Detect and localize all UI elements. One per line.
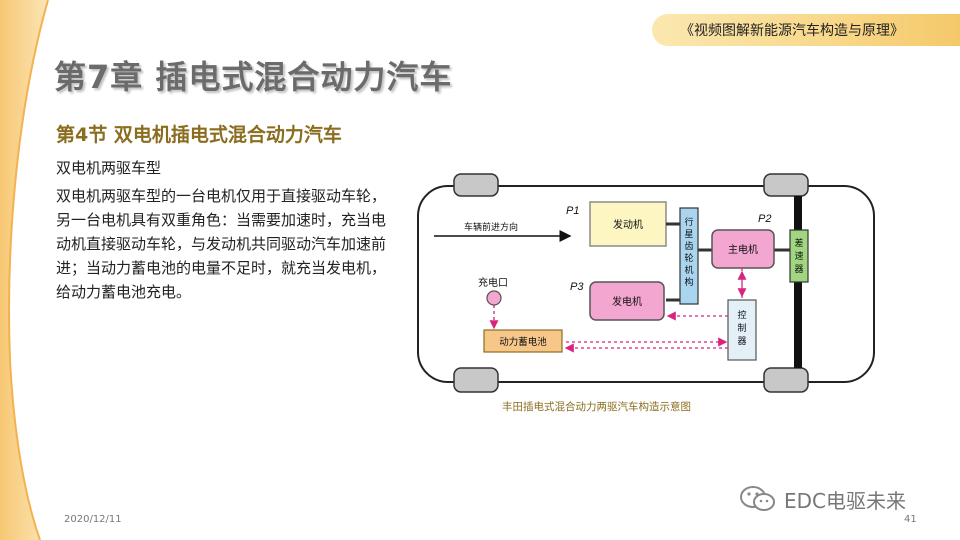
rear-right-wheel bbox=[763, 367, 809, 393]
left-arc-decoration bbox=[0, 0, 49, 540]
section-title: 第4节 双电机插电式混合动力汽车 bbox=[56, 124, 342, 146]
main-motor-label: 主电机 bbox=[728, 243, 758, 256]
wechat-icon bbox=[740, 486, 775, 511]
svg-text:行: 行 bbox=[684, 216, 693, 227]
planetary-gear-label: 行 星 齿 轮 机 构 bbox=[684, 216, 693, 287]
vehicle-body-outline bbox=[417, 185, 875, 383]
p2-label: P2 bbox=[758, 213, 771, 225]
energy-flow-arrows bbox=[489, 268, 747, 353]
generator-label: 发电机 bbox=[612, 295, 642, 308]
svg-text:齿: 齿 bbox=[684, 241, 693, 251]
rear-left-wheel bbox=[453, 367, 499, 393]
planetary-gear-box bbox=[679, 207, 699, 305]
book-title-banner bbox=[652, 14, 960, 46]
front-left-wheel bbox=[453, 173, 499, 197]
differential-label: 差 速 器 bbox=[794, 237, 803, 274]
differential-box bbox=[789, 229, 809, 283]
diagram-caption: 丰田插电式混合动力两驱汽车构造示意图 bbox=[502, 400, 691, 413]
front-right-wheel bbox=[763, 173, 809, 197]
main-motor-box bbox=[711, 229, 775, 269]
svg-text:器: 器 bbox=[794, 264, 803, 274]
engine-label: 发动机 bbox=[613, 218, 643, 231]
controller-label: 控 制 器 bbox=[737, 309, 746, 346]
charge-port-circle bbox=[486, 290, 502, 306]
page-number: 41 bbox=[904, 514, 917, 525]
charge-port-label: 充电口 bbox=[478, 276, 508, 289]
p3-label: P3 bbox=[570, 281, 584, 293]
svg-text:速: 速 bbox=[794, 251, 803, 261]
content-paragraph: 双电机两驱车型的一台电机仅用于直接驱动车轮，另一台电机具有双重角色：当需要加速时… bbox=[56, 187, 387, 301]
battery-label: 动力蓄电池 bbox=[499, 336, 547, 348]
content-subheading: 双电机两驱车型 bbox=[56, 159, 162, 177]
battery-box bbox=[483, 329, 563, 353]
engine-box bbox=[589, 201, 667, 247]
svg-text:控: 控 bbox=[737, 309, 746, 320]
book-title: 《视频图解新能源汽车构造与原理》 bbox=[680, 23, 904, 39]
svg-text:轮: 轮 bbox=[684, 252, 693, 263]
p1-label: P1 bbox=[566, 205, 579, 217]
svg-text:差: 差 bbox=[794, 237, 803, 248]
watermark-text: EDC电驱未来 bbox=[784, 488, 907, 513]
svg-text:机: 机 bbox=[684, 264, 693, 275]
generator-box bbox=[589, 281, 665, 321]
chapter-title: 第7章 插电式混合动力汽车 bbox=[54, 58, 453, 96]
watermark: EDC电驱未来 bbox=[738, 484, 906, 514]
svg-text:器: 器 bbox=[737, 336, 746, 346]
controller-box bbox=[727, 299, 757, 361]
powertrain-diagram: 车辆前进方向 P1 P2 P3 发动机 行 星 齿 轮 机 构 主电机 差 速 … bbox=[417, 173, 875, 413]
svg-text:星: 星 bbox=[684, 229, 693, 239]
footer-date: 2020/12/11 bbox=[64, 514, 122, 525]
svg-text:构: 构 bbox=[684, 276, 693, 287]
direction-label: 车辆前进方向 bbox=[464, 221, 518, 232]
svg-text:制: 制 bbox=[737, 322, 746, 333]
